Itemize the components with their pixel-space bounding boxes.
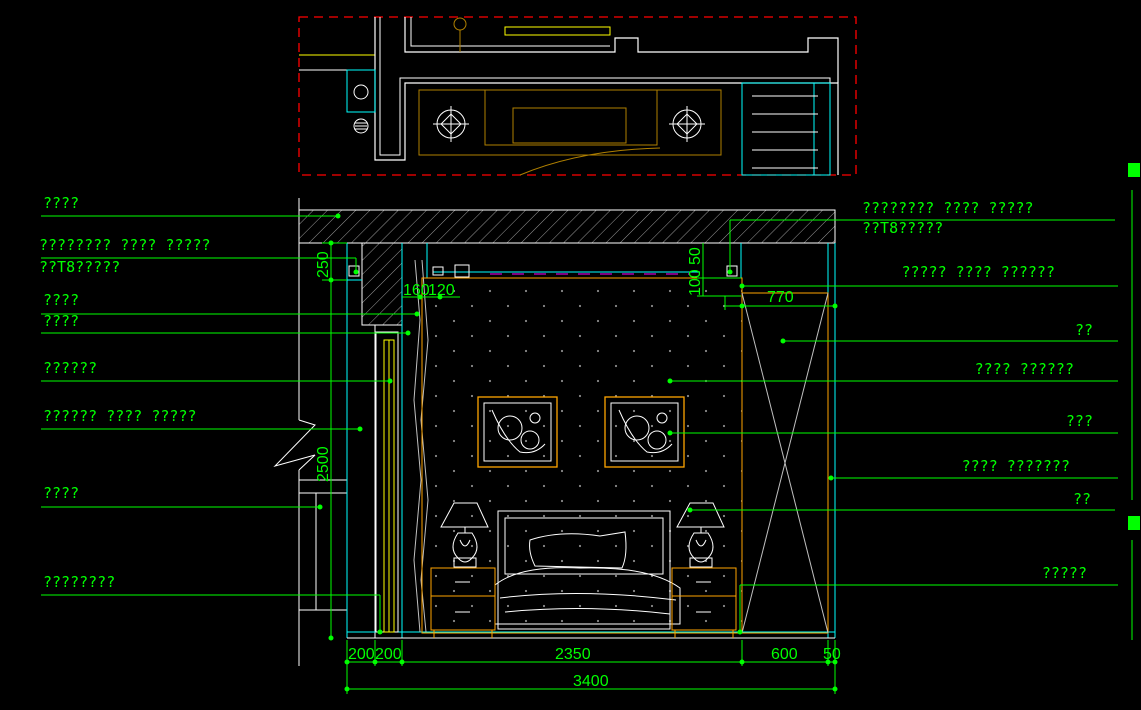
leader-lines — [41, 213, 1118, 635]
right-label-5: ???? ?????? — [975, 360, 1074, 378]
nightstand-left — [430, 567, 496, 638]
dim-overall: 3400 — [573, 673, 609, 690]
dim-bottom-seg-5: 50 — [823, 646, 841, 663]
left-label-1: ???? — [43, 194, 79, 212]
plan-view — [298, 16, 857, 176]
elevation-structure — [273, 198, 836, 666]
dimension-lines — [322, 240, 838, 694]
dimension-texts: 200 200 2350 600 50 3400 250 2500 160 12… — [315, 247, 841, 690]
right-annotations: ???????? ???? ????? ??T8????? ????? ????… — [862, 199, 1093, 582]
dim-ceiling-b: 120 — [428, 282, 455, 299]
framed-art-right-icon — [604, 396, 685, 468]
left-label-3: ??T8????? — [39, 258, 120, 276]
plan-nightstand-left-icon — [433, 106, 469, 142]
left-label-5: ???? — [43, 312, 79, 330]
right-label-9: ????? — [1042, 564, 1087, 582]
dim-bottom-seg-3: 2350 — [555, 646, 591, 663]
snap-grip-icon[interactable] — [1128, 516, 1140, 530]
table-lamp-left-icon — [440, 502, 489, 568]
left-label-9: ???????? — [43, 573, 115, 591]
table-lamp-right-icon — [676, 502, 725, 568]
dim-ceiling-c: 50 — [687, 247, 704, 265]
headboard-wall-panel — [421, 277, 743, 634]
snap-grip-icon[interactable] — [1128, 163, 1140, 177]
dim-height-main: 2500 — [315, 446, 332, 482]
plan-nightstand-right-icon — [669, 106, 705, 142]
left-annotations: ???? ???????? ???? ????? ??T8????? ???? … — [39, 194, 211, 591]
left-label-2: ???????? ???? ????? — [39, 236, 211, 254]
dim-ceiling-d: 100 — [687, 269, 704, 296]
right-label-4: ?? — [1075, 321, 1093, 339]
dim-ceiling-a: 160 — [403, 282, 430, 299]
plan-wardrobe-shelves — [752, 95, 818, 169]
left-label-4: ???? — [43, 291, 79, 309]
left-label-8: ???? — [43, 484, 79, 502]
left-label-7: ?????? ???? ????? — [43, 407, 197, 425]
right-label-7: ???? ??????? — [962, 457, 1070, 475]
bed-icon — [494, 510, 681, 630]
nightstand-right — [671, 567, 737, 638]
right-label-1: ???????? ???? ????? — [862, 199, 1034, 217]
dim-height-top: 250 — [315, 251, 332, 278]
right-label-2: ??T8????? — [862, 219, 943, 237]
right-label-6: ??? — [1066, 412, 1093, 430]
dim-bottom-seg-4: 600 — [771, 646, 798, 663]
wardrobe — [741, 292, 829, 634]
dim-bottom-seg-2: 200 — [375, 646, 402, 663]
framed-art-left-icon — [477, 396, 558, 468]
dim-wardrobe-width: 770 — [767, 289, 794, 306]
right-label-3: ????? ???? ?????? — [901, 263, 1055, 281]
left-label-6: ?????? — [43, 359, 97, 377]
right-label-8: ?? — [1073, 490, 1091, 508]
dim-bottom-seg-1: 200 — [348, 646, 375, 663]
